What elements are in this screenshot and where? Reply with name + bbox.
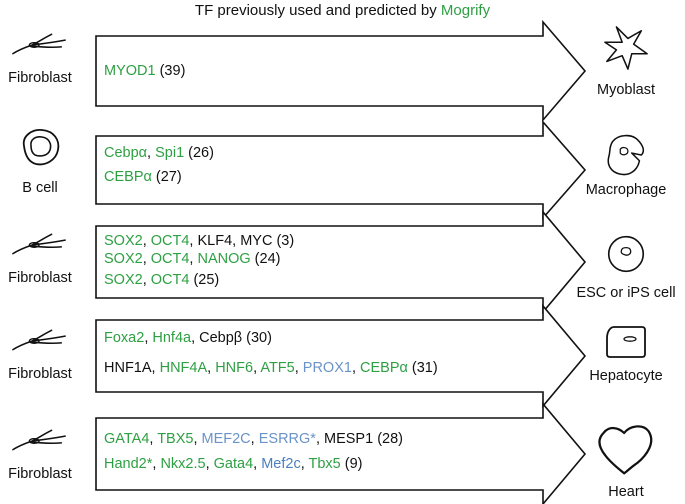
tf-segment: , [251,431,259,447]
fibroblast-icon [12,329,66,351]
tf-segment: MEF2C [202,431,251,447]
tf-line: SOX2, OCT4, KLF4, MYC (3) [104,233,294,249]
tf-line: Cebpα, Spi1 (26) [104,145,214,161]
tf-segment: Foxa2 [104,330,144,346]
tf-segment: OCT4 [151,233,190,249]
tf-segment: , [301,456,309,472]
tf-segment: HNF6 [215,360,253,376]
tf-line: GATA4, TBX5, MEF2C, ESRRG*, MESP1 (28) [104,431,403,447]
tf-segment: Tbx5 [309,456,341,472]
tf-line: MYOD1 (39) [104,63,185,79]
tf-segment: (26) [184,145,214,161]
source-cell-label: Fibroblast [8,366,72,382]
hepatocyte-icon [606,326,646,358]
target-cell-label: Heart [608,484,643,500]
tf-segment: , MESP1 (28) [316,431,403,447]
target-cell-label: Myoblast [597,82,655,98]
tf-segment: (39) [156,63,186,79]
tf-segment: GATA4 [104,431,149,447]
macrophage-icon [607,134,645,176]
tf-segment: SOX2 [104,251,143,267]
conversion-arrow [95,19,587,123]
title-highlight: Mogrify [440,2,491,19]
tf-segment: (27) [152,169,182,185]
tf-segment: , [193,431,201,447]
tf-segment: , [144,330,152,346]
tf-segment: ATF5 [260,360,294,376]
tf-segment: OCT4 [151,272,190,288]
tf-segment: , [207,360,215,376]
tf-segment: , [295,360,303,376]
conversion-arrow [95,401,587,504]
tf-segment: TBX5 [157,431,193,447]
tf-line: SOX2, OCT4, NANOG (24) [104,251,280,267]
tf-line: Hand2*, Nkx2.5, Gata4, Mef2c, Tbx5 (9) [104,456,363,472]
fibroblast-icon [12,429,66,451]
tf-line: Foxa2, Hnf4a, Cebpβ (30) [104,330,272,346]
tf-segment: CEBPα [104,169,152,185]
tf-segment: , [143,272,151,288]
tf-segment: Hand2* [104,456,153,472]
tf-segment: , [253,456,261,472]
tf-segment: CEBPα [360,360,408,376]
tf-segment: , [149,431,157,447]
tf-segment: (9) [341,456,363,472]
tf-segment: , [253,360,260,376]
tf-segment: , [352,360,360,376]
heart-icon [598,425,653,475]
title-prefix: TF previously used and predicted by [194,2,441,19]
tf-segment: , [189,251,197,267]
tf-line: CEBPα (27) [104,169,182,185]
tf-segment: SOX2 [104,233,143,249]
tf-line: HNF1A, HNF4A, HNF6, ATF5, PROX1, CEBPα (… [104,360,438,376]
target-cell-label: ESC or iPS cell [576,285,675,301]
myoblast-icon [604,26,648,70]
tf-segment: ESRRG* [259,431,317,447]
tf-segment: (25) [189,272,219,288]
b-cell-icon [22,129,60,166]
figure-title: TF previously used and predicted by Mogr… [0,2,685,19]
conversion-arrow [95,303,587,409]
tf-segment: MYOD1 [104,63,156,79]
fibroblast-icon [12,33,66,55]
tf-segment: SOX2 [104,272,143,288]
tf-segment: Gata4 [214,456,254,472]
tf-segment: Hnf4a [152,330,192,346]
target-cell-label: Macrophage [586,182,667,198]
tf-segment: , [147,145,155,161]
tf-segment: , [206,456,214,472]
tf-segment: , KLF4, MYC (3) [189,233,294,249]
fibroblast-icon [12,233,66,255]
tf-segment: (31) [408,360,438,376]
tf-segment: Mef2c [261,456,301,472]
source-cell-label: Fibroblast [8,270,72,286]
tf-segment: NANOG [197,251,250,267]
source-cell-label: Fibroblast [8,70,72,86]
tf-segment: , [152,456,160,472]
tf-segment: HNF1A, [104,360,160,376]
tf-segment: OCT4 [151,251,190,267]
tf-segment: (24) [251,251,281,267]
tf-segment: , [143,233,151,249]
tf-segment: PROX1 [303,360,352,376]
tf-segment: , Cebpβ (30) [191,330,272,346]
tf-segment: HNF4A [160,360,208,376]
tf-segment: Spi1 [155,145,184,161]
tf-segment: Cebpα [104,145,147,161]
esc-icon [607,235,645,273]
source-cell-label: B cell [22,180,57,196]
tf-segment: Nkx2.5 [160,456,205,472]
target-cell-label: Hepatocyte [589,368,662,384]
tf-line: SOX2, OCT4 (25) [104,272,219,288]
tf-segment: , [143,251,151,267]
conversion-arrow [95,209,587,315]
source-cell-label: Fibroblast [8,466,72,482]
conversion-row: Fibroblast Hepatocyte Foxa2, Hnf4a, Cebpβ … [8,303,663,409]
conversion-arrow [95,119,587,221]
